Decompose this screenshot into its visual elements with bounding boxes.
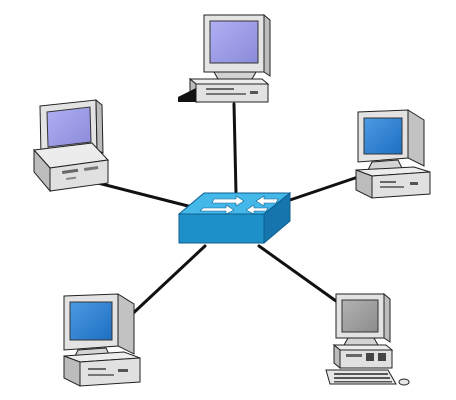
cable-top bbox=[232, 102, 238, 195]
cable-upper-left bbox=[96, 181, 194, 209]
desktop-computer-icon bbox=[63, 293, 141, 387]
desktop-computer-icon bbox=[355, 109, 431, 199]
keyboard-icon bbox=[325, 369, 397, 385]
desktop-computer-icon bbox=[325, 292, 410, 386]
desktop-computer-icon bbox=[178, 13, 271, 104]
cables bbox=[96, 102, 360, 320]
desktop-computer-icon bbox=[32, 98, 110, 193]
cable-upper-right bbox=[288, 175, 360, 202]
switch-icon bbox=[177, 191, 292, 245]
cable-lower-right bbox=[257, 244, 338, 303]
mouse-icon bbox=[398, 378, 410, 386]
cable-lower-left bbox=[126, 244, 207, 320]
switch-arrows-icon bbox=[199, 195, 279, 215]
